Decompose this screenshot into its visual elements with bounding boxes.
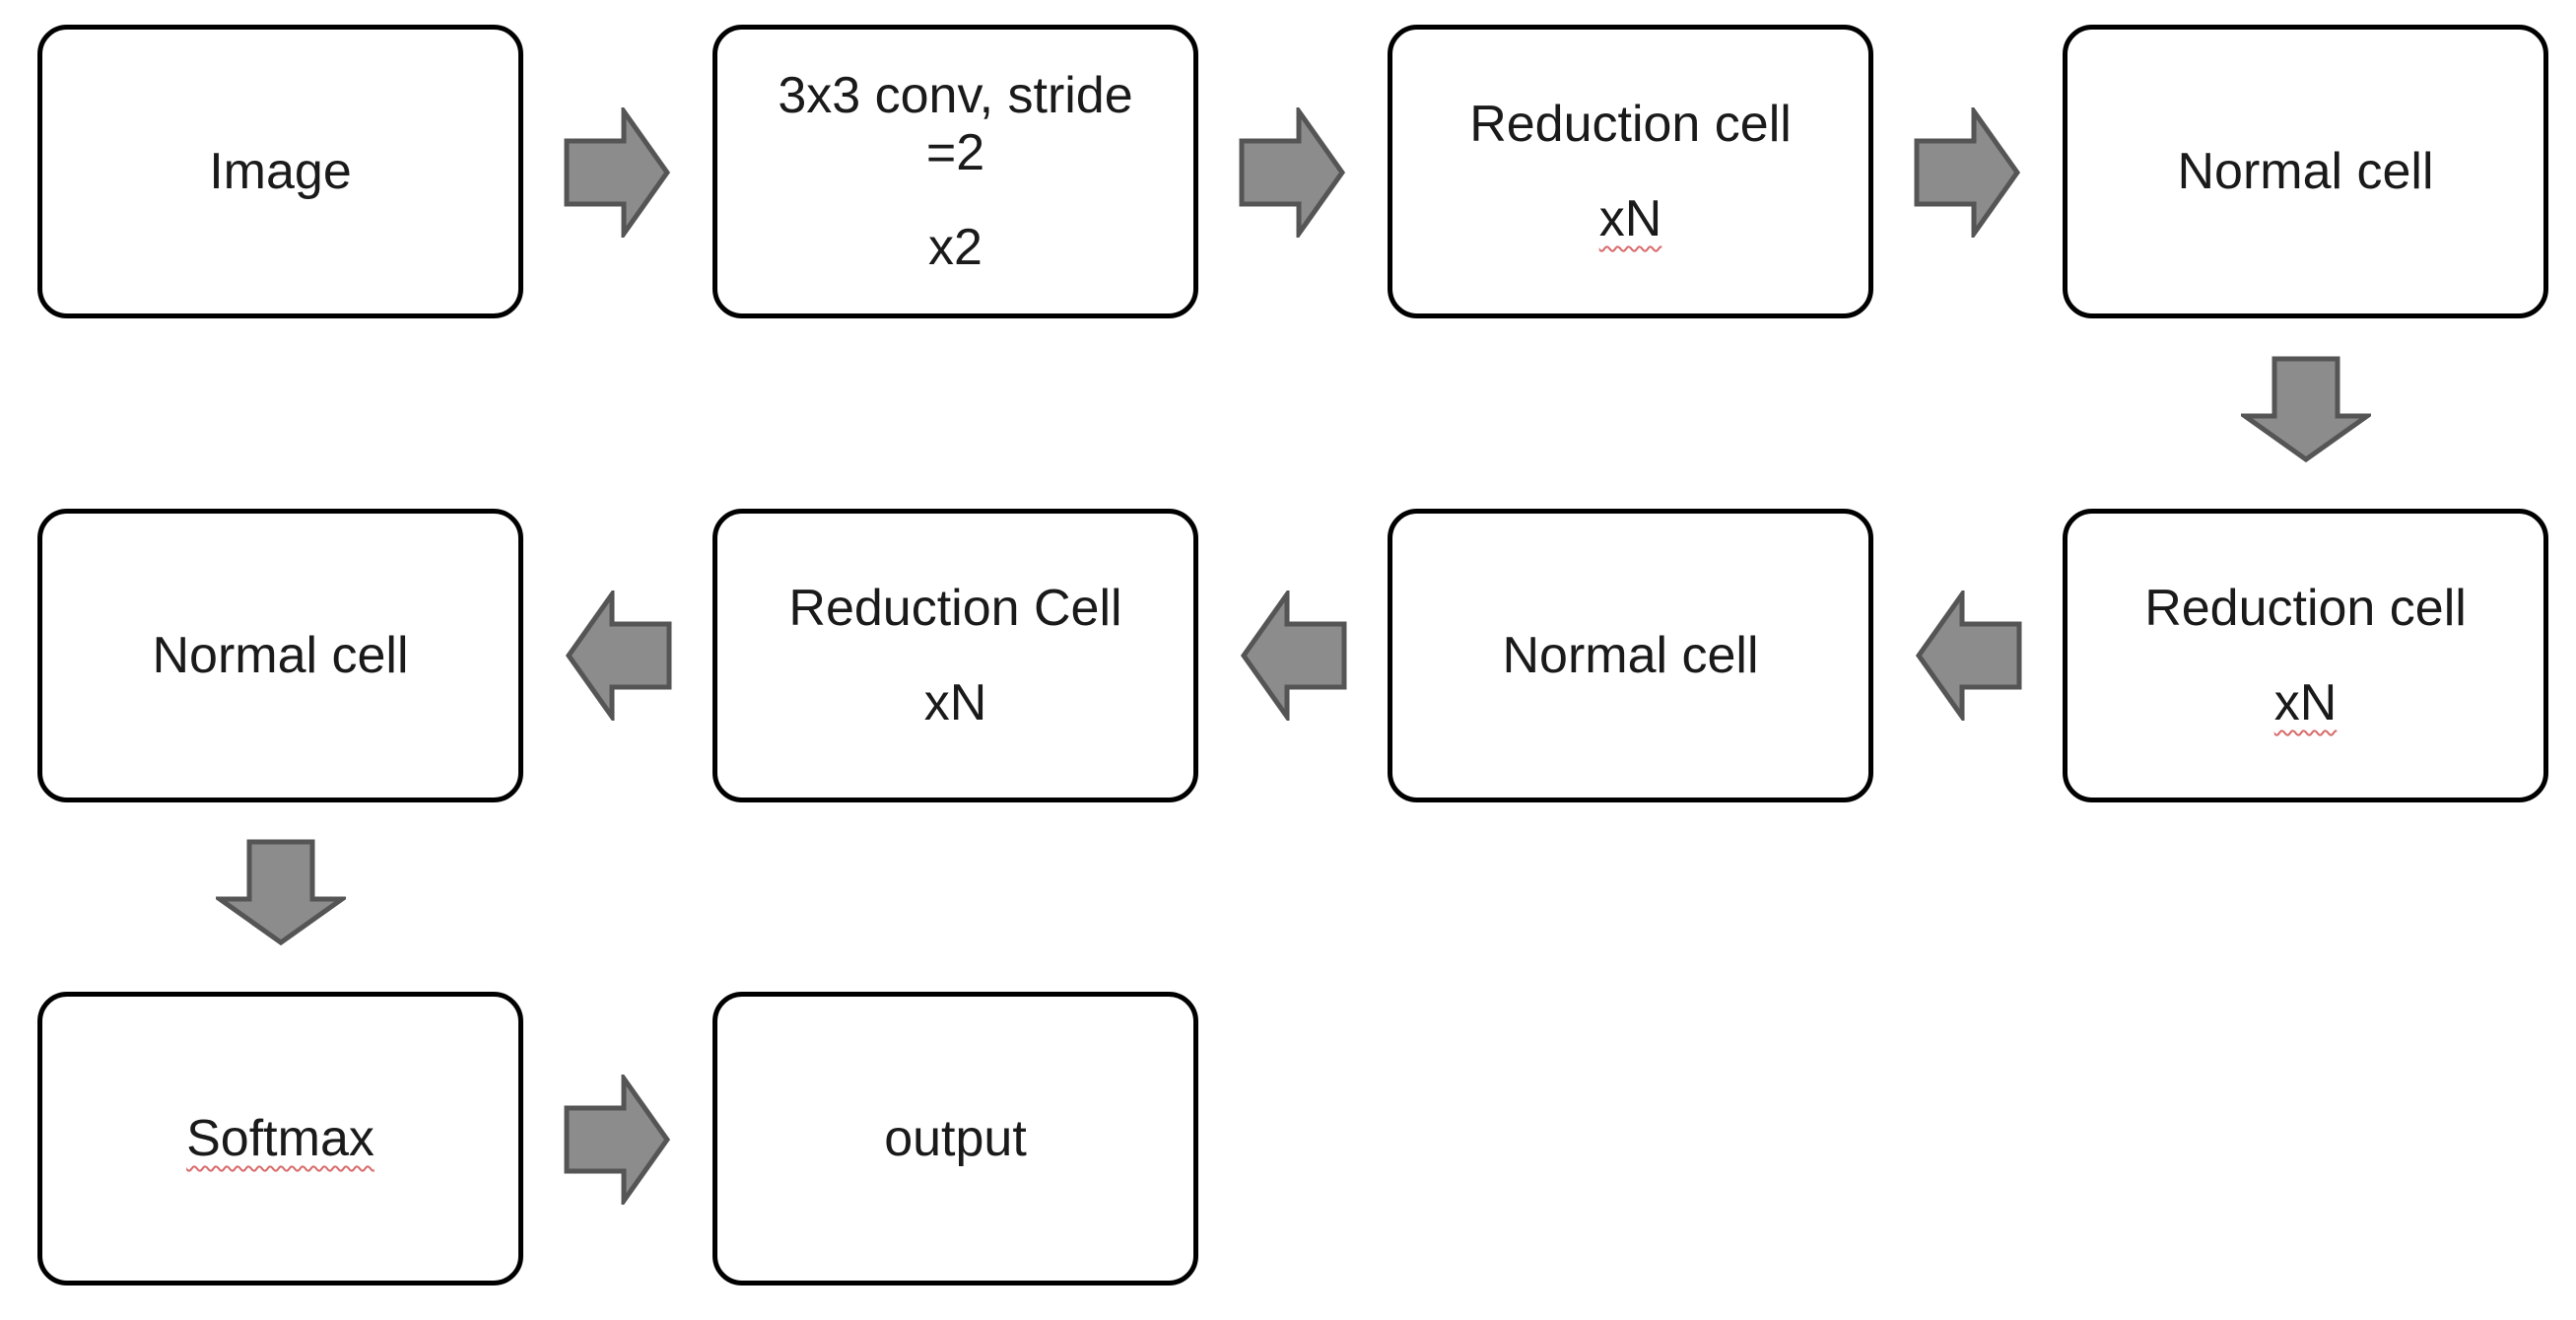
arrow-right-icon xyxy=(1914,107,2021,238)
node-reduction-cell-2-label: Reduction cell xyxy=(2144,579,2467,637)
node-output-label: output xyxy=(884,1109,1027,1167)
arrow-left-icon xyxy=(1915,591,2022,721)
node-softmax: Softmax xyxy=(37,992,523,1285)
node-normal-cell-2: Normal cell xyxy=(1388,509,1873,802)
node-conv-label-line1: 3x3 conv, stride xyxy=(778,66,1133,124)
node-normal-cell-3: Normal cell xyxy=(37,509,523,802)
node-normal-cell-1-label: Normal cell xyxy=(2177,142,2434,200)
node-conv: 3x3 conv, stride =2 x2 xyxy=(712,25,1198,318)
node-output: output xyxy=(712,992,1198,1285)
node-image: Image xyxy=(37,25,523,318)
node-reduction-cell-2: Reduction cell xN xyxy=(2063,509,2548,802)
node-softmax-label: Softmax xyxy=(186,1109,374,1167)
node-normal-cell-2-label: Normal cell xyxy=(1502,626,1759,684)
node-conv-label-line2: =2 xyxy=(925,123,985,181)
node-image-label: Image xyxy=(209,142,352,200)
arrow-right-icon xyxy=(1239,107,1346,238)
node-reduction-cell-3-label: Reduction Cell xyxy=(788,579,1122,637)
arrow-left-icon xyxy=(565,591,672,721)
node-reduction-cell-1-multiplier: xN xyxy=(1598,190,1662,247)
node-normal-cell-3-label: Normal cell xyxy=(152,626,409,684)
node-reduction-cell-2-multiplier: xN xyxy=(2273,674,2338,731)
arrow-right-icon xyxy=(564,107,671,238)
arrow-down-icon xyxy=(2241,356,2371,463)
node-reduction-cell-1: Reduction cell xN xyxy=(1388,25,1873,318)
node-reduction-cell-3-multiplier: xN xyxy=(923,674,987,731)
node-normal-cell-1: Normal cell xyxy=(2063,25,2548,318)
arrow-left-icon xyxy=(1240,591,1347,721)
node-reduction-cell-3: Reduction Cell xN xyxy=(712,509,1198,802)
node-reduction-cell-1-label: Reduction cell xyxy=(1469,95,1792,153)
node-conv-label-line3: x2 xyxy=(928,219,983,277)
arrow-down-icon xyxy=(216,839,346,946)
arrow-right-icon xyxy=(564,1075,671,1205)
